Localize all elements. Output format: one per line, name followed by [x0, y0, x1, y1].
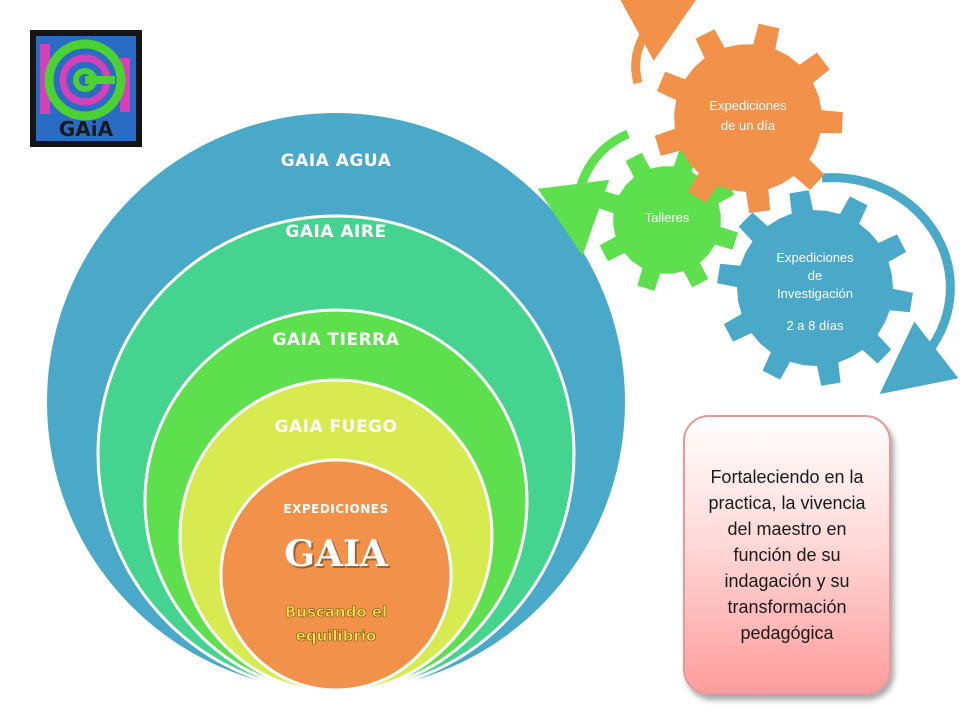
core-title-shadow: GAIA [286, 535, 391, 577]
gear-investigacion-days: 2 a 8 días [786, 318, 844, 333]
cycle-arrow-orange [619, 0, 700, 85]
logo-wordmark: GAiA [59, 117, 114, 141]
callout-text: Fortaleciendo en la practica, la vivenci… [708, 467, 866, 643]
gaia-logo: GAiA [30, 30, 142, 147]
gear-expediciones-investigacion [717, 190, 913, 386]
gear-investigacion-line3: Investigación [777, 286, 853, 301]
gear-investigacion-line1: Expediciones [776, 250, 854, 265]
gear-un-dia-line1: Expediciones [709, 98, 787, 113]
callout-box: Fortaleciendo en la practica, la vivenci… [683, 415, 891, 695]
gear-investigacion-line2: de [808, 268, 822, 283]
core-tagline-line2: equilibrio [296, 627, 377, 645]
ring-label-tierra: GAIA TIERRA [273, 330, 400, 350]
core-subtitle: EXPEDICIONES [283, 502, 388, 516]
cycle-arrow-green [537, 129, 630, 256]
ring-label-fuego: GAIA FUEGO [275, 417, 398, 437]
ring-label-agua: GAIA AGUA [281, 151, 392, 171]
concentric-rings: GAIA AGUA GAIA AIRE GAIA TIERRA GAIA FUE… [45, 111, 627, 694]
core-title: GAIA [284, 533, 389, 575]
gear-un-dia-line2: de un día [721, 118, 776, 133]
core-expediciones-gaia [219, 458, 453, 692]
gear-expediciones-un-dia [654, 23, 843, 213]
core-tagline-line1: Buscando el [285, 603, 387, 621]
cycle-arrow-blue [821, 173, 959, 395]
gear-talleres-label: Talleres [645, 210, 690, 225]
ring-label-aire: GAIA AIRE [285, 222, 386, 242]
